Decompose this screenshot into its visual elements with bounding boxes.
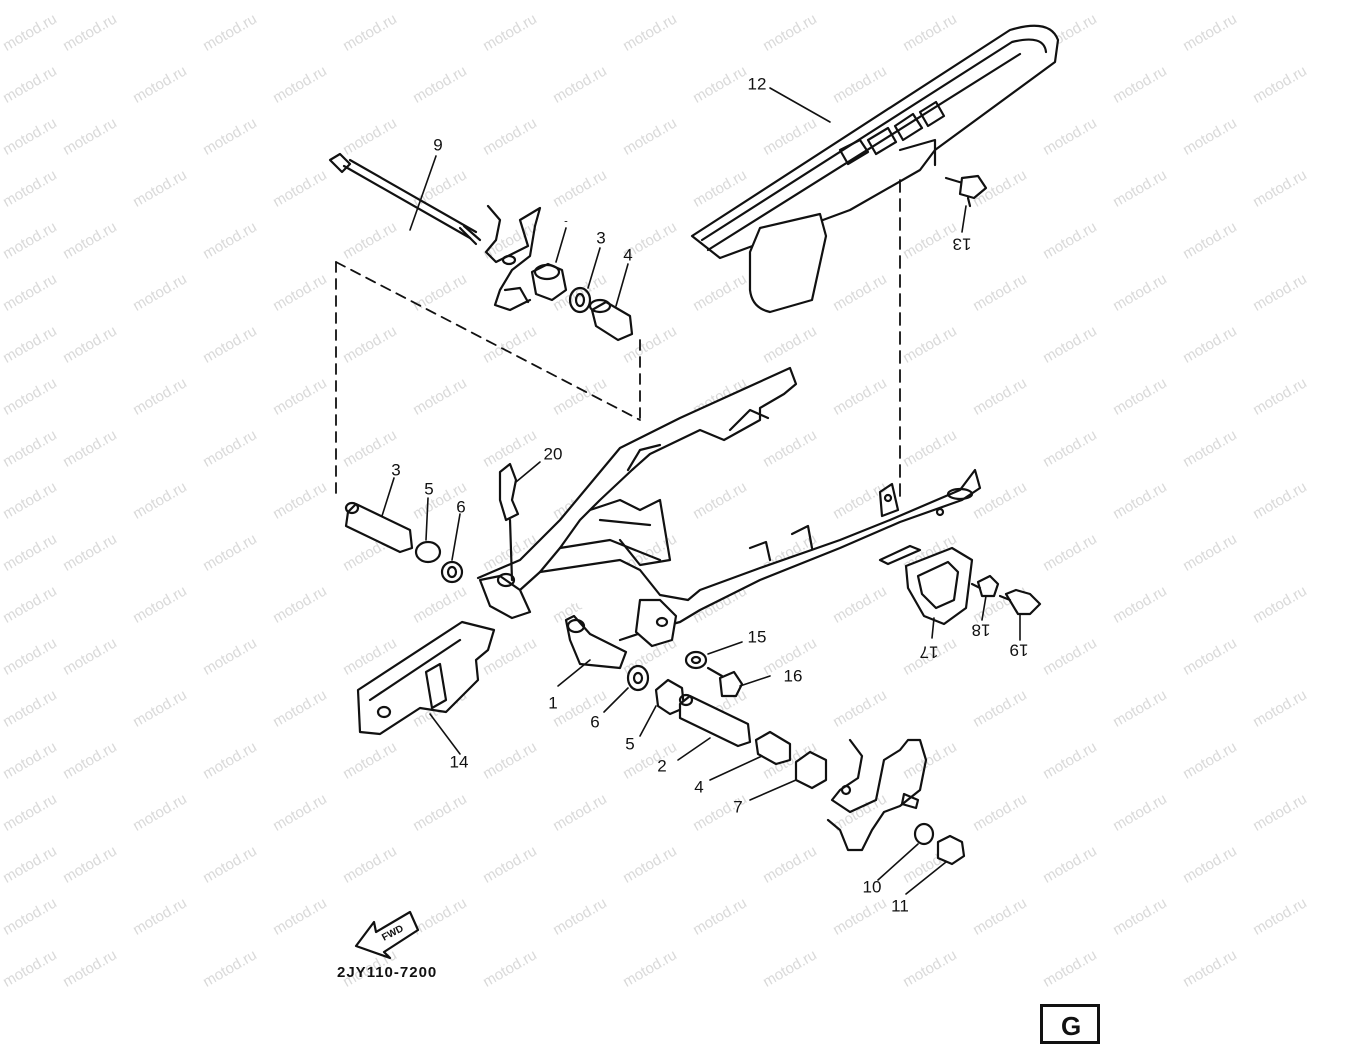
nut-part-11	[936, 834, 966, 866]
callout-14: 14	[449, 752, 469, 772]
pivot-shaft-part-9	[328, 152, 482, 246]
callout-4-lower: 4	[694, 777, 704, 797]
callout-3-left: 3	[391, 460, 401, 480]
diagram-code: 2JY110-7200	[337, 964, 438, 981]
frame-bracket-lower	[826, 738, 928, 852]
callout-12: 12	[747, 74, 767, 94]
collar-part-4-upper	[588, 298, 634, 342]
callout-16: 16	[783, 666, 803, 686]
alignment-lines-left	[335, 261, 641, 501]
callout-20: 20	[543, 444, 563, 464]
washer-part-10	[913, 822, 935, 846]
collar-part-4-lower	[754, 730, 792, 766]
callout-4-upper: 4	[623, 245, 633, 265]
callout-9: 9	[433, 135, 443, 155]
leader-lines	[381, 87, 1021, 895]
seal-part-6-left	[440, 560, 464, 584]
callout-17: 17	[919, 642, 939, 662]
callout-19: 19	[1009, 640, 1029, 660]
page-section-badge: G	[1040, 1004, 1100, 1044]
callout-7: 7	[733, 797, 743, 817]
washer-part-15	[684, 650, 708, 670]
callout-8: -	[564, 215, 568, 228]
callout-6-left: 6	[456, 497, 466, 517]
callout-13: 13	[952, 234, 972, 254]
bolt-part-19	[998, 588, 1042, 616]
callout-2: 2	[657, 756, 667, 776]
plate-part-17	[904, 546, 974, 626]
callout-6-lower: 6	[590, 712, 600, 732]
callout-5-lower: 5	[625, 734, 635, 754]
callout-15: 15	[747, 627, 767, 647]
frame-bracket-upper	[484, 204, 542, 312]
swingarm-part-1	[476, 366, 982, 670]
callout-3-upper: 3	[596, 228, 606, 248]
page-section-letter: G	[1061, 1011, 1082, 1041]
chain-guide-part-14	[356, 620, 496, 736]
seal-part-6-lower	[626, 664, 650, 692]
washer-part-5-left	[414, 540, 442, 564]
callout-5-left: 5	[424, 479, 434, 499]
bolt-part-18	[970, 574, 1000, 598]
chain-case-part-12	[690, 24, 1060, 314]
grease-nipple-part-20	[498, 462, 520, 582]
bolt-part-16	[706, 666, 744, 698]
bushing-part-7	[794, 750, 828, 790]
callout-18: 18	[971, 620, 991, 640]
bushing-part-3-left	[344, 501, 414, 554]
callout-11: 11	[891, 896, 909, 916]
callout-10: 10	[862, 877, 882, 897]
bolt-part-13	[944, 174, 988, 208]
washer-part-3-upper	[568, 286, 592, 314]
collar-part-2	[678, 693, 752, 748]
bushing-upper	[530, 262, 568, 302]
front-direction-arrow-icon	[354, 910, 420, 960]
callout-1: 1	[548, 693, 558, 713]
